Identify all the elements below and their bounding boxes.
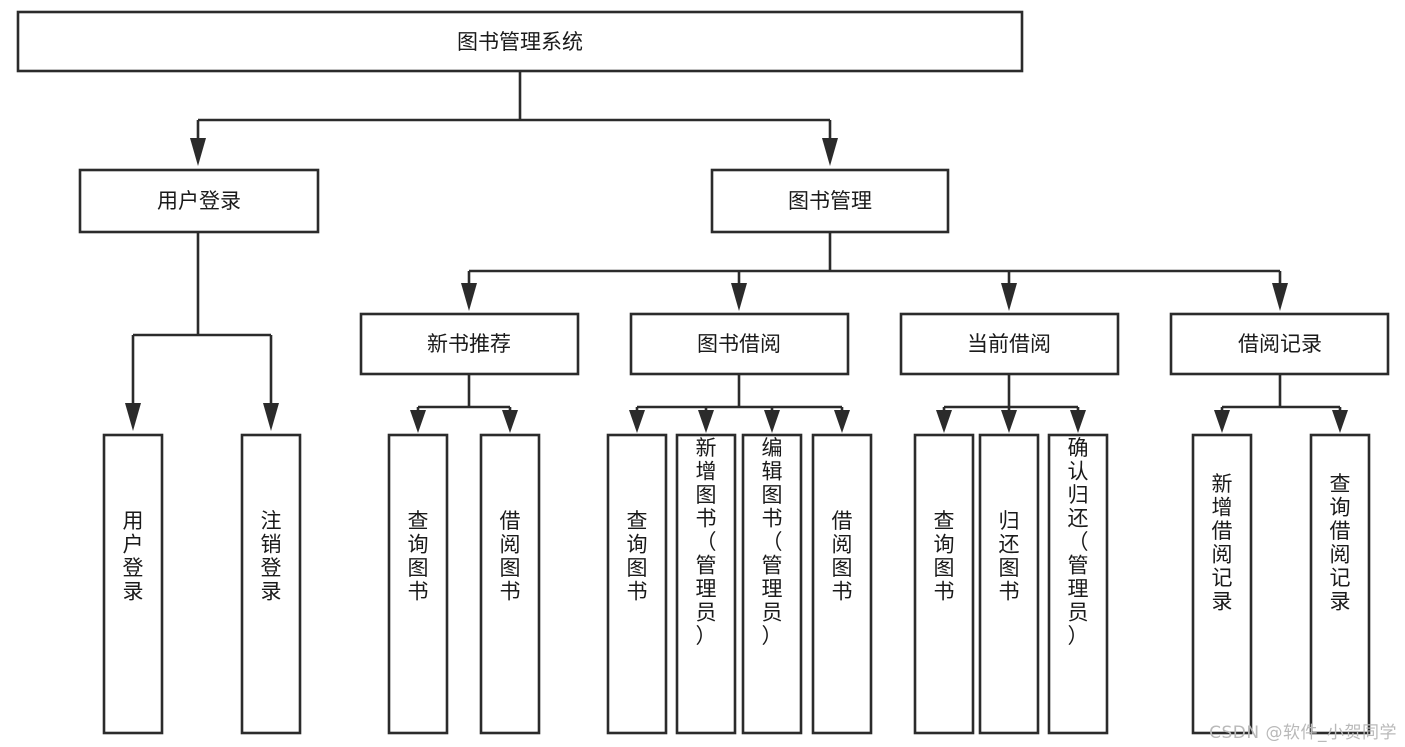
- arrow-head-bookborrow-leaf-1: [629, 410, 645, 433]
- arrow-head-borrow-record: [1272, 283, 1288, 311]
- connector-group-root: [190, 72, 838, 166]
- leaf-bookborrow-borrow-book[interactable]: 借阅图书: [811, 433, 873, 735]
- arrow-head-leaf-logout: [263, 403, 279, 431]
- leaf-currentborrow-query-book-box[interactable]: [913, 433, 975, 735]
- node-book-management-box[interactable]: [710, 168, 950, 234]
- arrow-head-borrowrecord-leaf-1: [1214, 410, 1230, 433]
- arrow-head-currentborrow-leaf-3: [1070, 410, 1086, 433]
- leaf-borrowrecord-add-record[interactable]: 新增借阅记录: [1191, 433, 1253, 735]
- leaf-newbook-query-book-box[interactable]: [387, 433, 449, 735]
- leaf-borrowrecord-add-record-label: 新增借阅记录: [1212, 472, 1233, 614]
- node-current-borrow-label: 当前借阅: [967, 332, 1051, 356]
- leaf-bookborrow-edit-book-box[interactable]: [741, 433, 803, 735]
- connector-group-new-book-recommend: [410, 374, 518, 433]
- arrow-head-bookborrow-leaf-3: [764, 410, 780, 433]
- leaf-bookborrow-query-book[interactable]: 查询图书: [606, 433, 668, 735]
- arrow-head-borrowrecord-leaf-2: [1332, 410, 1348, 433]
- leaf-bookborrow-query-book-label: 查询图书: [627, 509, 648, 604]
- leaf-logout[interactable]: 注销登录: [240, 433, 302, 735]
- connector-group-current-borrow: [936, 374, 1086, 433]
- node-borrow-record-label: 借阅记录: [1238, 332, 1322, 356]
- arrow-head-user-login: [190, 138, 206, 166]
- node-book-management[interactable]: 图书管理: [710, 168, 950, 234]
- connector-group-book-borrow: [629, 374, 850, 433]
- node-root[interactable]: 图书管理系统: [16, 10, 1024, 73]
- node-book-management-label: 图书管理: [788, 189, 872, 213]
- leaf-currentborrow-query-book-label: 查询图书: [934, 509, 955, 604]
- arrow-head-book-borrow: [731, 283, 747, 311]
- leaf-bookborrow-add-book-label: 新增图书（管理员）: [696, 436, 717, 648]
- leaf-currentborrow-confirm-return-label: 确认归还（管理员）: [1068, 436, 1089, 648]
- connector-group-user-login: [125, 232, 279, 431]
- leaf-bookborrow-add-book-box[interactable]: [675, 433, 737, 735]
- leaf-currentborrow-return-book-box[interactable]: [978, 433, 1040, 735]
- leaf-bookborrow-edit-book-label: 编辑图书（管理员）: [762, 436, 783, 648]
- node-borrow-record[interactable]: 借阅记录: [1169, 312, 1390, 376]
- leaf-currentborrow-return-book[interactable]: 归还图书: [978, 433, 1040, 735]
- leaf-bookborrow-edit-book[interactable]: 编辑图书（管理员）: [741, 433, 803, 735]
- leaf-currentborrow-confirm-return-box[interactable]: [1047, 433, 1109, 735]
- connector-group-borrow-record: [1214, 374, 1348, 433]
- arrow-head-bookborrow-leaf-2: [698, 410, 714, 433]
- arrow-head-bookborrow-leaf-4: [834, 410, 850, 433]
- leaf-currentborrow-return-book-label: 归还图书: [999, 509, 1020, 604]
- node-root-box[interactable]: [16, 10, 1024, 73]
- node-new-book-recommend-label: 新书推荐: [427, 332, 511, 356]
- arrow-head-newbook-leaf-2: [502, 410, 518, 433]
- connector-group-book-mgmt: [461, 232, 1288, 311]
- leaf-borrowrecord-add-record-box[interactable]: [1191, 433, 1253, 735]
- leaf-newbook-query-book[interactable]: 查询图书: [387, 433, 449, 735]
- leaf-currentborrow-confirm-return[interactable]: 确认归还（管理员）: [1047, 433, 1109, 735]
- leaf-borrowrecord-query-record[interactable]: 查询借阅记录: [1309, 433, 1371, 735]
- leaf-newbook-borrow-book[interactable]: 借阅图书: [479, 433, 541, 735]
- leaf-user-login-box[interactable]: [102, 433, 164, 735]
- node-current-borrow-box[interactable]: [899, 312, 1120, 376]
- arrow-head-currentborrow-leaf-2: [1001, 410, 1017, 433]
- node-new-book-recommend-box[interactable]: [359, 312, 580, 376]
- node-user-login[interactable]: 用户登录: [78, 168, 320, 234]
- arrow-head-current-borrow: [1001, 283, 1017, 311]
- arrow-head-newbook-leaf-1: [410, 410, 426, 433]
- leaf-borrowrecord-query-record-box[interactable]: [1309, 433, 1371, 735]
- arrow-head-book-mgmt: [822, 138, 838, 166]
- leaf-logout-box[interactable]: [240, 433, 302, 735]
- arrow-head-new-book: [461, 283, 477, 311]
- node-borrow-record-box[interactable]: [1169, 312, 1390, 376]
- leaf-logout-label: 注销登录: [261, 509, 282, 604]
- arrow-head-leaf-user-login: [125, 403, 141, 431]
- node-new-book-recommend[interactable]: 新书推荐: [359, 312, 580, 376]
- leaf-newbook-borrow-book-box[interactable]: [479, 433, 541, 735]
- leaf-user-login[interactable]: 用户登录: [102, 433, 164, 735]
- csdn-watermark: CSDN @软件_小贺同学: [1209, 723, 1397, 743]
- arrow-head-currentborrow-leaf-1: [936, 410, 952, 433]
- leaf-bookborrow-borrow-book-box[interactable]: [811, 433, 873, 735]
- node-current-borrow[interactable]: 当前借阅: [899, 312, 1120, 376]
- node-root-label: 图书管理系统: [457, 30, 583, 54]
- leaf-bookborrow-borrow-book-label: 借阅图书: [832, 509, 853, 604]
- node-book-borrow-label: 图书借阅: [697, 332, 781, 356]
- leaf-user-login-label: 用户登录: [123, 509, 144, 604]
- leaf-newbook-query-book-label: 查询图书: [408, 509, 429, 604]
- node-book-borrow[interactable]: 图书借阅: [629, 312, 850, 376]
- leaf-bookborrow-add-book[interactable]: 新增图书（管理员）: [675, 433, 737, 735]
- leaf-bookborrow-query-book-box[interactable]: [606, 433, 668, 735]
- leaf-borrowrecord-query-record-label: 查询借阅记录: [1330, 472, 1351, 614]
- node-user-login-box[interactable]: [78, 168, 320, 234]
- node-user-login-label: 用户登录: [157, 189, 241, 213]
- leaf-currentborrow-query-book[interactable]: 查询图书: [913, 433, 975, 735]
- leaf-newbook-borrow-book-label: 借阅图书: [500, 509, 521, 604]
- node-book-borrow-box[interactable]: [629, 312, 850, 376]
